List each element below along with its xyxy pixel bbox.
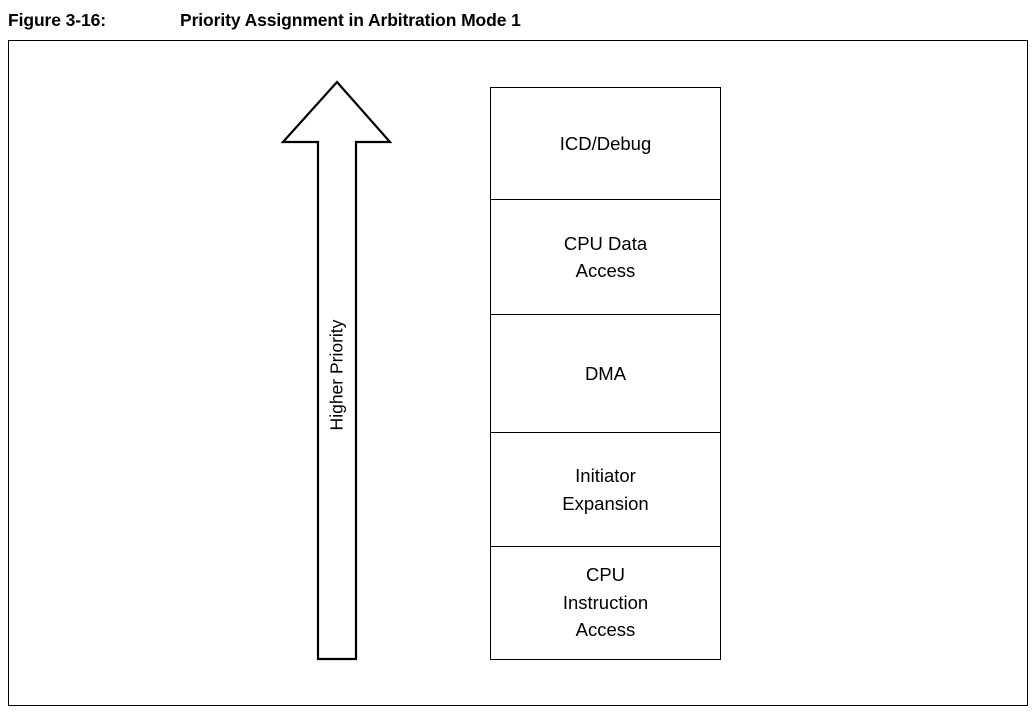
- priority-box-icd-debug: ICD/Debug: [491, 88, 720, 200]
- up-arrow-icon: [280, 80, 393, 661]
- priority-stack: ICD/Debug CPU Data Access DMA Initiator …: [490, 87, 721, 660]
- figure-caption-title: Priority Assignment in Arbitration Mode …: [180, 9, 521, 30]
- figure-caption: Figure 3-16: Priority Assignment in Arbi…: [8, 6, 1028, 34]
- priority-box-initiator-expansion: Initiator Expansion: [491, 433, 720, 547]
- priority-box-cpu-data-access: CPU Data Access: [491, 200, 720, 315]
- figure-caption-label: Figure 3-16:: [8, 9, 106, 30]
- priority-box-cpu-instruction-access: CPU Instruction Access: [562, 564, 649, 641]
- arrow-label: Higher Priority: [326, 319, 347, 431]
- higher-priority-arrow: [275, 74, 400, 669]
- priority-box-dma: DMA: [491, 315, 720, 433]
